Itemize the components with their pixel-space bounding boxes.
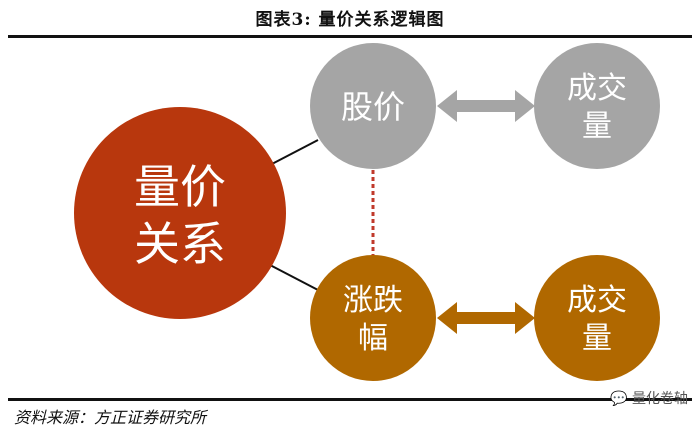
volume-top-label-1: 成交 bbox=[567, 71, 627, 106]
price-label: 股价 bbox=[341, 88, 405, 126]
volume-bottom-label-1: 成交 bbox=[567, 283, 627, 318]
center-label-1: 量价 bbox=[134, 160, 226, 214]
watermark-text: 量化卷轴 bbox=[632, 391, 688, 407]
connector-change bbox=[269, 264, 319, 291]
volume-top-node bbox=[534, 43, 660, 169]
connector-price bbox=[269, 139, 319, 166]
change-node bbox=[310, 255, 436, 381]
double-arrow-icon bbox=[437, 90, 535, 122]
center-label-2: 关系 bbox=[134, 217, 226, 271]
center-node bbox=[74, 107, 286, 319]
volume-bottom-label-2: 量 bbox=[582, 321, 612, 356]
top-rule bbox=[8, 35, 692, 38]
bottom-rule bbox=[8, 398, 692, 401]
figure-title: 图表3: 量价关系逻辑图 bbox=[255, 10, 445, 30]
change-label-1: 涨跌 bbox=[343, 283, 403, 318]
change-label-2: 幅 bbox=[358, 321, 388, 356]
watermark: 💬 量化卷轴 bbox=[610, 388, 688, 408]
volume-top-label-2: 量 bbox=[582, 109, 612, 144]
price-node bbox=[310, 43, 436, 169]
source-note: 资料来源：方正证券研究所 bbox=[14, 408, 207, 427]
double-arrow-icon bbox=[437, 302, 535, 334]
wechat-icon: 💬 bbox=[610, 391, 628, 407]
volume-bottom-node bbox=[534, 255, 660, 381]
